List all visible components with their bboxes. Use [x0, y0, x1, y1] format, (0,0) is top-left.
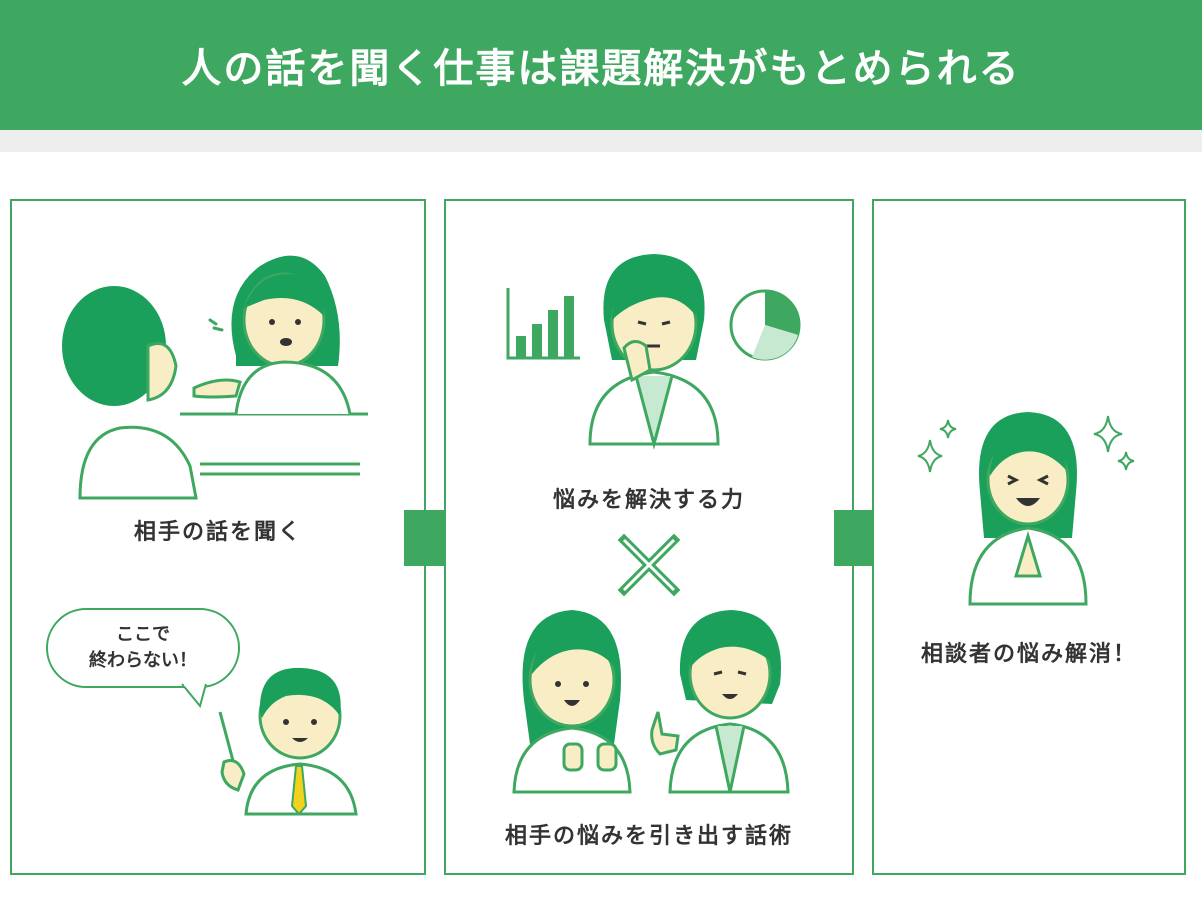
conversation-pair-illustration [512, 610, 790, 794]
listening-illustration [62, 255, 368, 500]
label-solve-power: 悩みを解決する力 [552, 488, 745, 513]
sparkle-icon-left [917, 419, 957, 473]
page-title: 人の話を聞く仕事は課題解決がもとめられる [181, 46, 1021, 92]
speech-bubble: ここで 終わらない！ [46, 608, 240, 688]
happy-person-illustration [968, 412, 1088, 606]
label-resolved: 相談者の悩み解消！ [920, 642, 1137, 667]
bar-chart-icon [506, 288, 580, 360]
cross-icon [617, 533, 681, 597]
label-draw-out-talk: 相手の悩みを引き出す話術 [504, 824, 793, 849]
header-banner: 人の話を聞く仕事は課題解決がもとめられる [0, 0, 1202, 130]
bubble-tail [181, 682, 207, 709]
teacher-illustration [218, 667, 358, 816]
sparkle-icon-right [1093, 415, 1135, 471]
pie-chart-icon [729, 289, 801, 361]
bubble-line-1: ここで [116, 624, 170, 645]
label-listen: 相手の話を聞く [133, 520, 302, 545]
thinking-person-illustration [588, 254, 720, 450]
header-divider-band [0, 130, 1202, 152]
bubble-line-2: 終わらない！ [89, 650, 197, 671]
